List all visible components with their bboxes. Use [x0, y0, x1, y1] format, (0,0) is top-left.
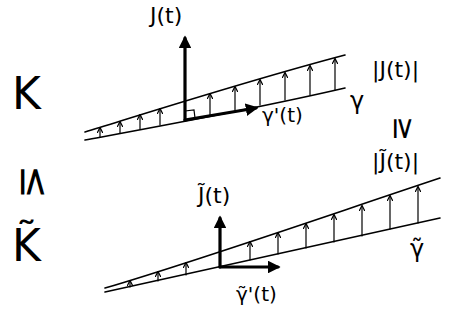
norm-expression: |J̃(t)| [372, 150, 419, 174]
vector-label: J(t) [150, 4, 182, 28]
vector-label: γ̃'(t) [236, 283, 277, 305]
bottom-geodesic [105, 178, 440, 292]
vector-label: J̃(t) [198, 184, 230, 208]
comparison-sign: ≤ [13, 165, 57, 199]
curvature-symbol: K [12, 70, 41, 118]
vector-label: γ'(t) [262, 104, 303, 126]
norm-expression: |J(t)| [372, 58, 419, 82]
curve-label: γ̃ [410, 236, 424, 262]
top-geodesic [85, 38, 345, 140]
curvature-symbol: K̃ [12, 222, 41, 270]
curve-label: γ [350, 88, 364, 114]
comparison-sign: ≥ [388, 116, 421, 141]
